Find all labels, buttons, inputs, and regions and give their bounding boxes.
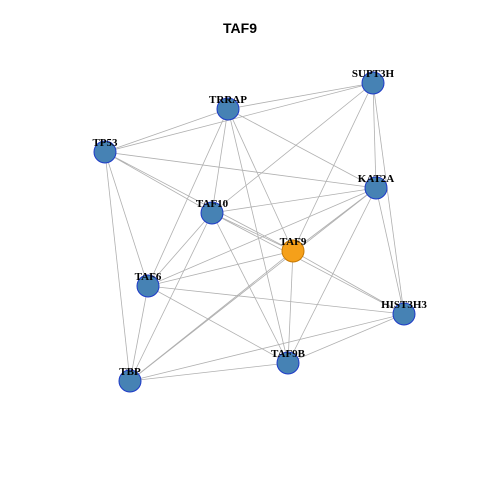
edge-taf10-taf9: [211, 212, 294, 252]
edge-taf9-trrap: [227, 108, 294, 252]
edge-tp53-taf6: [104, 151, 149, 287]
edge-kat2a-taf9b: [287, 187, 377, 364]
edge-taf6-tbp: [129, 285, 149, 382]
node-trrap: [216, 97, 240, 121]
edge-tp53-taf9: [104, 151, 294, 252]
node-label-supt3h: SUPT3H: [352, 68, 395, 80]
node-tbp: [118, 369, 142, 393]
edge-tp53-taf10: [104, 151, 213, 214]
node-label-taf9b: TAF9B: [271, 348, 306, 360]
edge-kat2a-hist3h3: [375, 187, 405, 315]
node-label-tp53: TP53: [92, 137, 118, 149]
edge-taf9-hist3h3: [292, 250, 405, 315]
node-taf10: [200, 201, 224, 225]
node-label-taf10: TAF10: [196, 198, 229, 210]
node-supt3h: [361, 71, 385, 95]
edge-taf9b-tbp: [129, 362, 289, 382]
edges-layer: [104, 82, 405, 382]
node-label-taf6: TAF6: [135, 271, 162, 283]
edge-taf6-hist3h3: [147, 285, 405, 315]
edge-taf10-taf6: [147, 212, 213, 287]
node-label-trrap: TRRAP: [209, 94, 247, 106]
edge-kat2a-tbp: [129, 187, 377, 382]
edge-taf6-taf9b: [147, 285, 289, 364]
edge-taf9-supt3h: [292, 82, 374, 252]
node-label-hist3h3: HIST3H3: [381, 299, 427, 311]
edge-hist3h3-taf9b: [287, 313, 405, 364]
edge-taf6-trrap: [147, 108, 229, 287]
edge-tp53-trrap: [104, 108, 229, 153]
node-taf6: [136, 274, 160, 298]
edge-trrap-supt3h: [227, 82, 374, 110]
node-taf9: [281, 239, 305, 263]
edge-hist3h3-supt3h: [372, 82, 405, 315]
edge-taf10-hist3h3: [211, 212, 405, 315]
edge-hist3h3-tbp: [129, 313, 405, 382]
node-hist3h3: [392, 302, 416, 326]
edge-kat2a-trrap: [227, 108, 377, 189]
graph-title: TAF9: [223, 20, 257, 36]
node-label-taf9: TAF9: [280, 236, 307, 248]
edge-taf9-taf6: [147, 250, 294, 287]
edge-taf10-trrap: [211, 108, 229, 214]
edge-taf10-tbp: [129, 212, 213, 382]
node-label-tbp: TBP: [119, 366, 141, 378]
nodes-layer: [93, 71, 416, 393]
node-kat2a: [364, 176, 388, 200]
edge-taf10-supt3h: [211, 82, 374, 214]
node-tp53: [93, 140, 117, 164]
edge-tp53-supt3h: [104, 82, 374, 153]
edge-kat2a-taf6: [147, 187, 377, 287]
node-label-kat2a: KAT2A: [358, 173, 395, 185]
edge-tp53-kat2a: [104, 151, 377, 189]
edge-taf9-taf9b: [287, 250, 294, 364]
edge-kat2a-taf10: [211, 187, 377, 214]
edge-tp53-tbp: [104, 151, 131, 382]
edge-taf9b-trrap: [227, 108, 289, 364]
edge-kat2a-supt3h: [372, 82, 377, 189]
edge-taf10-taf9b: [211, 212, 289, 364]
node-taf9b: [276, 351, 300, 375]
edge-taf9-tbp: [129, 250, 294, 382]
